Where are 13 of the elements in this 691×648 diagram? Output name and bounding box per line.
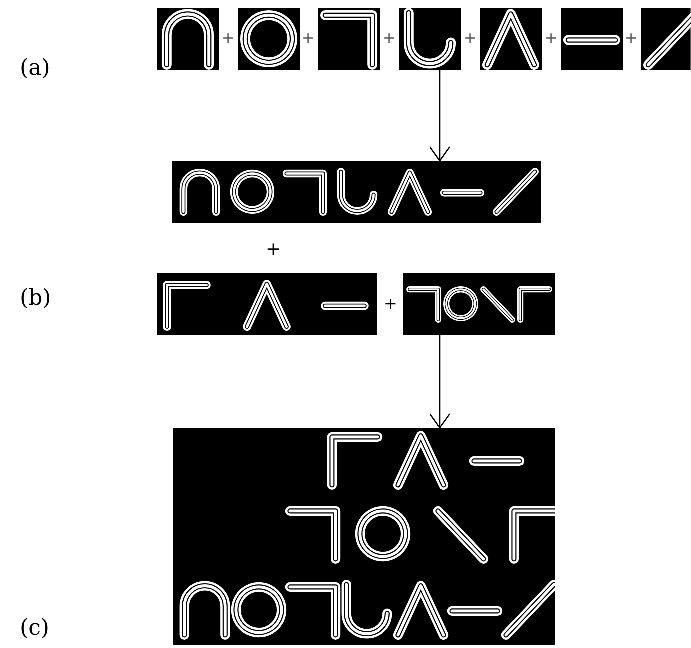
plus-sign: + <box>464 31 477 46</box>
plus-sign: + <box>383 31 396 46</box>
plus-sign: + <box>384 296 398 312</box>
panel-label: (b) <box>20 288 52 310</box>
plus-sign: + <box>266 241 282 259</box>
panel-label: (c) <box>20 618 50 640</box>
arrow <box>429 335 451 429</box>
plus-sign: + <box>222 31 235 46</box>
plus-sign: + <box>625 31 638 46</box>
plus-sign: + <box>302 31 315 46</box>
plus-sign: + <box>545 31 558 46</box>
panel-label: (a) <box>20 58 50 80</box>
arrow <box>429 70 451 162</box>
